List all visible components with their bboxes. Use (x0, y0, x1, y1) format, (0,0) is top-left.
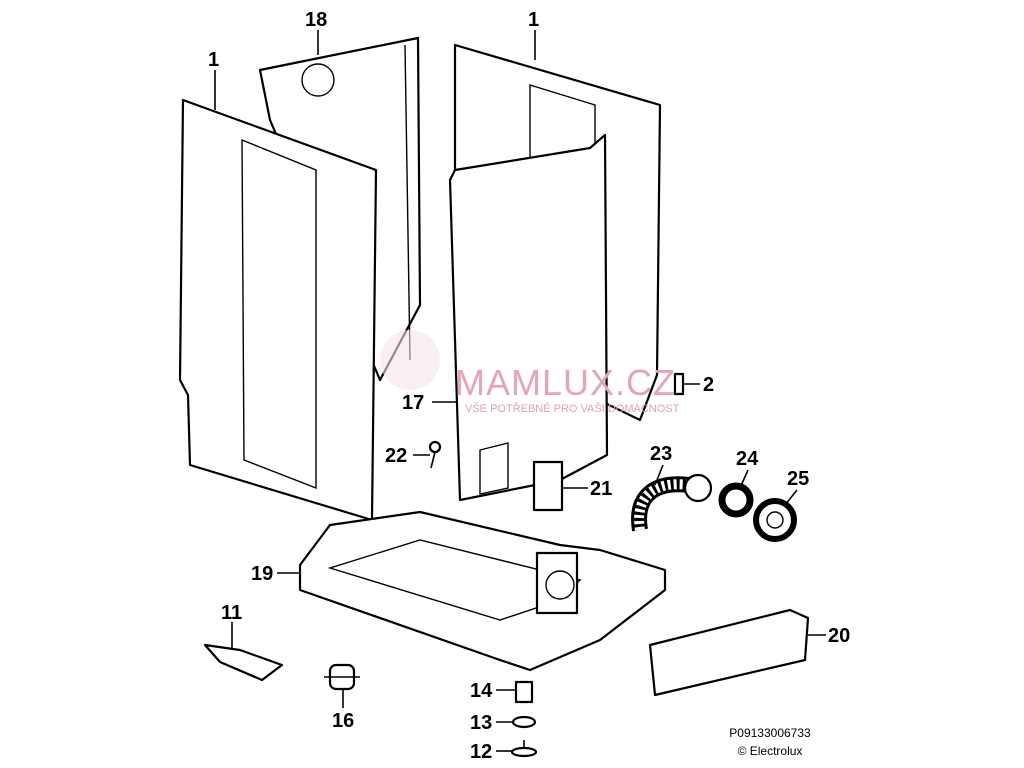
label-2: 2 (703, 374, 714, 396)
part-2-clip (673, 372, 685, 396)
label-23: 23 (650, 443, 672, 465)
part-24-seal-ring (718, 482, 754, 518)
part-1-left-side-panel (178, 98, 378, 522)
part-22-screw (428, 440, 442, 469)
label-16: 16 (332, 710, 354, 732)
label-1-right: 1 (528, 9, 539, 31)
label-14: 14 (470, 680, 493, 702)
copyright: © Electrolux (737, 744, 803, 758)
part-11-bracket (203, 643, 284, 682)
part-19-base-frame (298, 510, 667, 672)
part-17-front-panel (448, 133, 609, 502)
part-13-washer (511, 715, 537, 729)
part-12-foot-screw (510, 740, 538, 758)
label-12: 12 (470, 741, 492, 763)
leader-lines (214, 30, 826, 752)
watermark-title: MAMLUX.CZ (455, 362, 676, 403)
label-20: 20 (828, 625, 850, 647)
part-21-flap (532, 460, 564, 512)
label-17: 17 (402, 392, 424, 414)
drawing-code: P09133006733 (729, 726, 811, 740)
watermark: MAMLUX.CZ VŠE POTŘEBNÉ PRO VAŠI DOMÁCNOS… (380, 330, 680, 415)
label-13: 13 (470, 712, 492, 734)
label-11: 11 (221, 602, 242, 624)
label-25: 25 (787, 468, 809, 490)
label-1-left: 1 (208, 49, 219, 71)
label-24: 24 (736, 448, 759, 470)
watermark-tagline: VŠE POTŘEBNÉ PRO VAŠI DOMÁCNOST (465, 402, 680, 415)
label-21: 21 (590, 478, 612, 500)
part-23-hose (631, 473, 713, 532)
part-16-foot (324, 663, 360, 691)
part-14-nut (514, 680, 534, 704)
label-22: 22 (385, 445, 407, 467)
label-18: 18 (305, 9, 327, 31)
label-19: 19 (251, 563, 273, 585)
part-25-cap (753, 498, 797, 542)
part-20-kick-plate (648, 608, 810, 697)
